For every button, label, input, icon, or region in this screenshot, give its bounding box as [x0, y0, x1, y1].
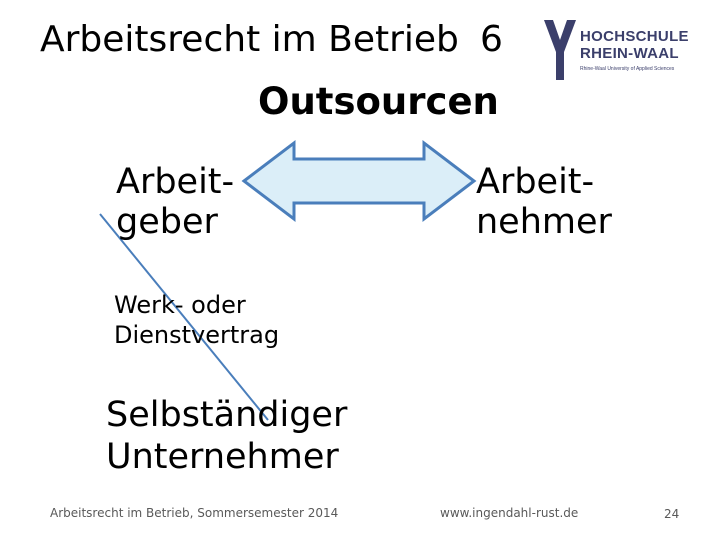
self-employed-line2: Unternehmer — [106, 437, 339, 477]
connector-line — [99, 213, 269, 421]
logo-name-line2: RHEIN-WAAL — [580, 45, 679, 62]
contract-line1: Werk- oder — [114, 291, 246, 319]
double-arrow-icon — [241, 139, 477, 223]
footer-course: Arbeitsrecht im Betrieb, Sommersemester … — [50, 506, 339, 520]
employee-line1: Arbeit- — [476, 162, 595, 202]
university-logo: HOCHSCHULE RHEIN-WAAL Rhine-Waal Univers… — [542, 16, 700, 90]
employer-label: Arbeit- geber — [116, 162, 234, 242]
self-employed-label: Selbständiger Unternehmer — [106, 394, 347, 478]
logo-mark-icon — [544, 20, 576, 80]
logo-name-line1: HOCHSCHULE — [580, 28, 689, 45]
slide-subtitle: Outsourcen — [258, 80, 499, 123]
logo-name: HOCHSCHULE RHEIN-WAAL — [580, 28, 689, 62]
logo-tagline: Rhine-Waal University of Applied Science… — [580, 66, 675, 72]
employer-line1: Arbeit- — [116, 162, 235, 202]
contract-label: Werk- oder Dienstvertrag — [114, 290, 279, 350]
employer-line2: geber — [116, 202, 218, 242]
employee-line2: nehmer — [476, 202, 612, 242]
page-number: 24 — [664, 507, 680, 521]
footer-website: www.ingendahl-rust.de — [440, 506, 579, 520]
slide-number-label: 6 — [480, 19, 503, 60]
employee-label: Arbeit- nehmer — [476, 162, 612, 242]
self-employed-line1: Selbständiger — [106, 395, 348, 435]
contract-line2: Dienstvertrag — [114, 321, 280, 349]
slide-title: Arbeitsrecht im Betrieb — [40, 19, 459, 60]
